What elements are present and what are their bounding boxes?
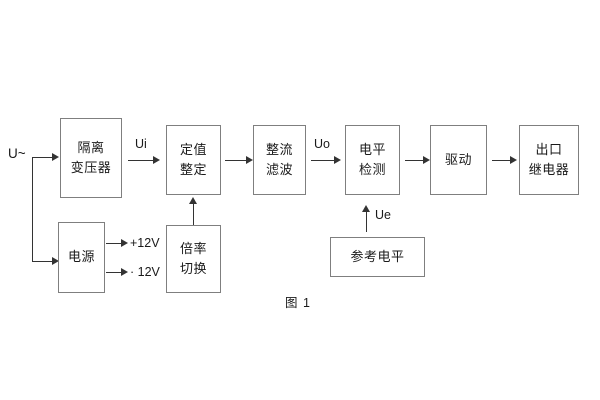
line-level-to-drive bbox=[405, 160, 425, 161]
ue-signal-label: Ue bbox=[375, 208, 391, 222]
input-signal-label: U~ bbox=[8, 146, 26, 161]
block-rectify-filter-line1: 整流 bbox=[265, 141, 293, 157]
line-multiplier-to-setting bbox=[193, 203, 194, 225]
block-level-detection-line2: 检测 bbox=[358, 162, 386, 177]
block-multiplier-switch[interactable]: 倍率 切换 bbox=[166, 225, 221, 293]
line-isolation-to-setting bbox=[128, 160, 155, 161]
block-setting-value-line2: 整定 bbox=[179, 162, 207, 177]
block-isolation-transformer-line1: 隔离 bbox=[77, 139, 105, 155]
line-drive-to-output-relay bbox=[492, 160, 512, 161]
arrow-rectify-to-level bbox=[334, 156, 341, 164]
line-rectify-to-level bbox=[311, 160, 336, 161]
input-feed-line-vertical bbox=[32, 157, 33, 262]
block-power-supply[interactable]: 电源 bbox=[58, 222, 105, 293]
block-setting-value[interactable]: 定值 整定 bbox=[166, 125, 221, 195]
block-output-relay-line1: 出口 bbox=[535, 141, 563, 157]
block-reference-level-line1: 参考电平 bbox=[350, 248, 405, 264]
block-setting-value-line1: 定值 bbox=[179, 141, 207, 157]
block-drive-line1: 驱动 bbox=[444, 151, 472, 167]
block-drive[interactable]: 驱动 bbox=[430, 125, 487, 195]
block-isolation-transformer[interactable]: 隔离 变压器 bbox=[60, 118, 122, 198]
rail-positive-label: +12V bbox=[130, 236, 160, 250]
ui-signal-label: Ui bbox=[135, 137, 147, 151]
block-rectify-filter-line2: 滤波 bbox=[265, 162, 293, 177]
block-power-supply-line1: 电源 bbox=[67, 249, 95, 265]
line-reference-to-level-detection bbox=[366, 211, 367, 232]
block-level-detection[interactable]: 电平 检测 bbox=[345, 125, 400, 195]
arrow-drive-to-output-relay bbox=[510, 156, 517, 164]
uo-signal-label: Uo bbox=[314, 137, 330, 151]
arrow-rail-negative bbox=[121, 268, 128, 276]
line-setting-to-rectify bbox=[225, 160, 248, 161]
block-reference-level[interactable]: 参考电平 bbox=[330, 237, 425, 277]
block-multiplier-switch-line2: 切换 bbox=[179, 261, 207, 276]
arrow-multiplier-to-setting bbox=[189, 197, 197, 204]
arrow-to-isolation-transformer bbox=[52, 153, 59, 161]
block-multiplier-switch-line1: 倍率 bbox=[179, 240, 207, 256]
arrow-reference-to-level-detection bbox=[362, 205, 370, 212]
input-feed-line-bottom bbox=[32, 261, 54, 262]
block-output-relay-line2: 继电器 bbox=[528, 162, 570, 177]
block-output-relay[interactable]: 出口 继电器 bbox=[519, 125, 579, 195]
arrow-isolation-to-setting bbox=[153, 156, 160, 164]
arrow-level-to-drive bbox=[423, 156, 430, 164]
line-rail-negative bbox=[106, 272, 123, 273]
block-isolation-transformer-line2: 变压器 bbox=[70, 160, 112, 175]
arrow-rail-positive bbox=[121, 239, 128, 247]
input-feed-line-top bbox=[32, 157, 54, 158]
block-level-detection-line1: 电平 bbox=[358, 141, 386, 157]
line-rail-positive bbox=[106, 243, 123, 244]
block-rectify-filter[interactable]: 整流 滤波 bbox=[253, 125, 306, 195]
figure-caption: 图 1 bbox=[285, 296, 311, 310]
arrow-setting-to-rectify bbox=[246, 156, 253, 164]
rail-negative-label: · 12V bbox=[130, 265, 160, 279]
arrow-to-power-supply bbox=[52, 257, 59, 265]
